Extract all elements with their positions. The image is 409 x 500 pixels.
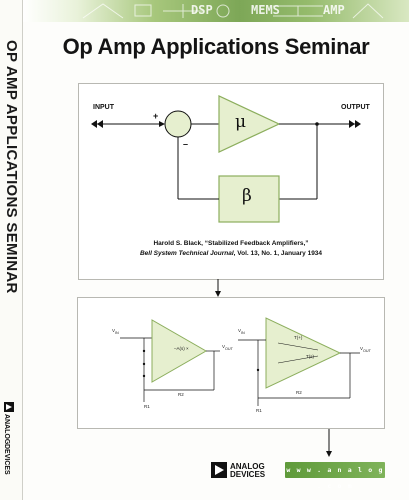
cover-title: Op Amp Applications Seminar bbox=[62, 34, 370, 59]
right-opamp-triangle bbox=[265, 317, 342, 389]
logo-text-analog: ANALOG bbox=[230, 462, 265, 471]
down-arrow-icon-2 bbox=[326, 451, 332, 457]
opamp-schematics-panel: VIN –A(s) × VOUT R2 R1 VIN T(+) T(s) VOU… bbox=[77, 297, 385, 429]
right-vin-label: VIN bbox=[238, 328, 245, 335]
left-gain-label: –A(s) × bbox=[174, 346, 189, 351]
left-r2-label: R2 bbox=[178, 392, 184, 397]
right-r1-label: R1 bbox=[256, 408, 262, 413]
output-arrow-icon bbox=[349, 120, 361, 128]
left-vout-label: VOUT bbox=[222, 344, 233, 351]
input-arrow-icon bbox=[91, 120, 165, 128]
opamp-schematics bbox=[120, 317, 360, 406]
citation-volume: , Vol. 13, No. 1, January 1934 bbox=[233, 250, 323, 257]
left-opamp-schematic bbox=[120, 319, 220, 402]
spine-logo-text-1: ANALOG bbox=[3, 414, 10, 445]
right-r2-label: R2 bbox=[296, 390, 302, 395]
book-cover: DSP MEMS AMP Op Amp Applications Seminar bbox=[23, 0, 409, 500]
citation-author: Harold S. Black, “Stabilized Feedback Am… bbox=[153, 240, 309, 247]
spine-logo: ANALOG DEVICES bbox=[3, 402, 17, 475]
output-label: OUTPUT bbox=[341, 104, 370, 111]
right-vout-label: VOUT bbox=[360, 346, 371, 353]
right-t1-label: T(+) bbox=[294, 335, 303, 340]
feedback-block-diagram bbox=[91, 95, 361, 223]
banner-word-dsp: DSP bbox=[191, 3, 213, 17]
forward-gain-symbol: μ bbox=[235, 112, 247, 132]
banner-word-mems: MEMS bbox=[251, 3, 280, 17]
minus-sign: – bbox=[183, 139, 189, 149]
website-url: w w w . a n a l o g . c o m bbox=[286, 466, 384, 490]
forward-amplifier-triangle bbox=[218, 95, 281, 153]
right-opamp-schematic bbox=[238, 317, 360, 406]
left-r1-label: R1 bbox=[144, 404, 150, 409]
banner-circuit-pattern-icon bbox=[82, 3, 384, 19]
plus-sign: + bbox=[153, 111, 159, 121]
right-t2-label: T(s) bbox=[306, 354, 314, 359]
banner-word-amp: AMP bbox=[323, 3, 345, 17]
analog-devices-mark-icon bbox=[211, 462, 227, 478]
analog-devices-logo: ANALOG DEVICES bbox=[211, 461, 275, 481]
spine-title: OP AMP APPLICATIONS SEMINAR bbox=[3, 40, 20, 294]
logo-text-devices: DEVICES bbox=[230, 470, 266, 479]
citation-journal: Bell System Technical Journal bbox=[139, 250, 234, 257]
header-banner: DSP MEMS AMP bbox=[23, 0, 409, 22]
analog-devices-logo-icon bbox=[4, 402, 14, 412]
left-opamp-triangle bbox=[151, 319, 208, 383]
feedback-diagram-panel: INPUT OUTPUT + – μ β Harold S. Black, “S… bbox=[78, 83, 384, 280]
website-bar: w w w . a n a l o g . c o m bbox=[285, 462, 385, 490]
spine-logo-text-2: DEVICES bbox=[3, 444, 10, 476]
book-spine: OP AMP APPLICATIONS SEMINAR ANALOG DEVIC… bbox=[0, 0, 23, 500]
left-vin-label: VIN bbox=[112, 328, 119, 335]
citation: Harold S. Black, “Stabilized Feedback Am… bbox=[79, 239, 383, 259]
summing-junction bbox=[164, 110, 192, 138]
feedback-factor-symbol: β bbox=[242, 186, 252, 206]
input-label: INPUT bbox=[93, 104, 114, 111]
